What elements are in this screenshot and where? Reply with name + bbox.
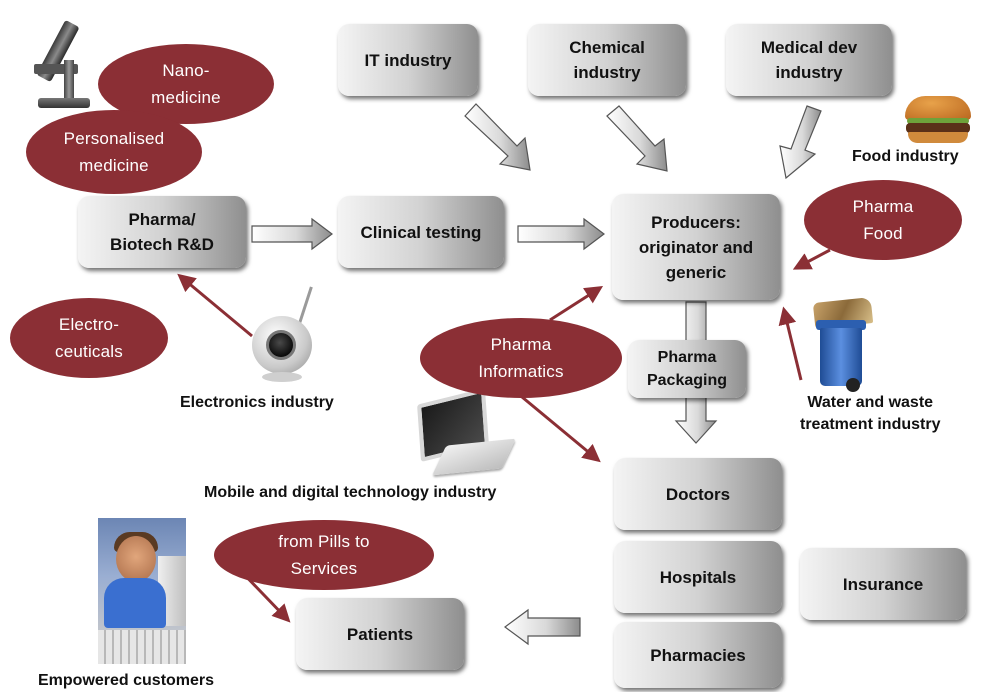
oval-electroceuticals: Electro- ceuticals xyxy=(10,298,168,378)
arrow-meddev-down xyxy=(779,105,822,180)
label-empowered-customers: Empowered customers xyxy=(38,672,215,689)
burger-icon xyxy=(905,96,971,144)
microscope-icon xyxy=(20,12,100,110)
connector-water-to-producers xyxy=(778,306,803,381)
oval-personalised-medicine: Personalised medicine xyxy=(26,110,202,194)
box-pharma-biotech-rnd: Pharma/ Biotech R&D xyxy=(78,196,246,268)
connector-pharmafood-to-producers xyxy=(792,248,831,270)
box-hospitals: Hospitals xyxy=(614,541,782,613)
arrow-to-patients xyxy=(503,608,581,646)
box-patients: Patients xyxy=(296,598,464,670)
arrow-it-down xyxy=(464,103,531,171)
waste-bin-icon xyxy=(810,297,874,392)
label-water-waste-industry: Water and waste treatment industry xyxy=(800,394,941,433)
box-insurance: Insurance xyxy=(800,548,966,620)
arrow-rnd-to-clinical xyxy=(251,217,333,251)
label-mobile-digital-industry: Mobile and digital technology industry xyxy=(204,484,497,501)
connector-camera-to-rnd xyxy=(177,273,253,338)
label-food-industry: Food industry xyxy=(852,148,959,165)
connector-informatics-to-doctors xyxy=(515,390,601,463)
oval-pharma-food: Pharma Food xyxy=(804,180,962,260)
arrow-chem-down xyxy=(606,105,668,172)
box-producers: Producers: originator and generic xyxy=(612,194,780,300)
connector-informatics-to-producers xyxy=(549,286,604,322)
child-at-computer-icon xyxy=(98,518,186,664)
oval-pills-to-services: from Pills to Services xyxy=(214,520,434,590)
box-medical-device-industry: Medical dev industry xyxy=(726,24,892,96)
arrow-clinical-to-producers xyxy=(517,217,605,251)
label-electronics-industry: Electronics industry xyxy=(180,394,334,411)
box-pharma-packaging: Pharma Packaging xyxy=(628,340,746,398)
laptop-icon xyxy=(415,388,516,480)
box-chemical-industry: Chemical industry xyxy=(528,24,686,96)
box-it-industry: IT industry xyxy=(338,24,478,96)
oval-pharma-informatics: Pharma Informatics xyxy=(420,318,622,398)
box-clinical-testing: Clinical testing xyxy=(338,196,504,268)
box-doctors: Doctors xyxy=(614,458,782,530)
box-pharmacies: Pharmacies xyxy=(614,622,782,688)
webcam-icon xyxy=(244,286,324,390)
